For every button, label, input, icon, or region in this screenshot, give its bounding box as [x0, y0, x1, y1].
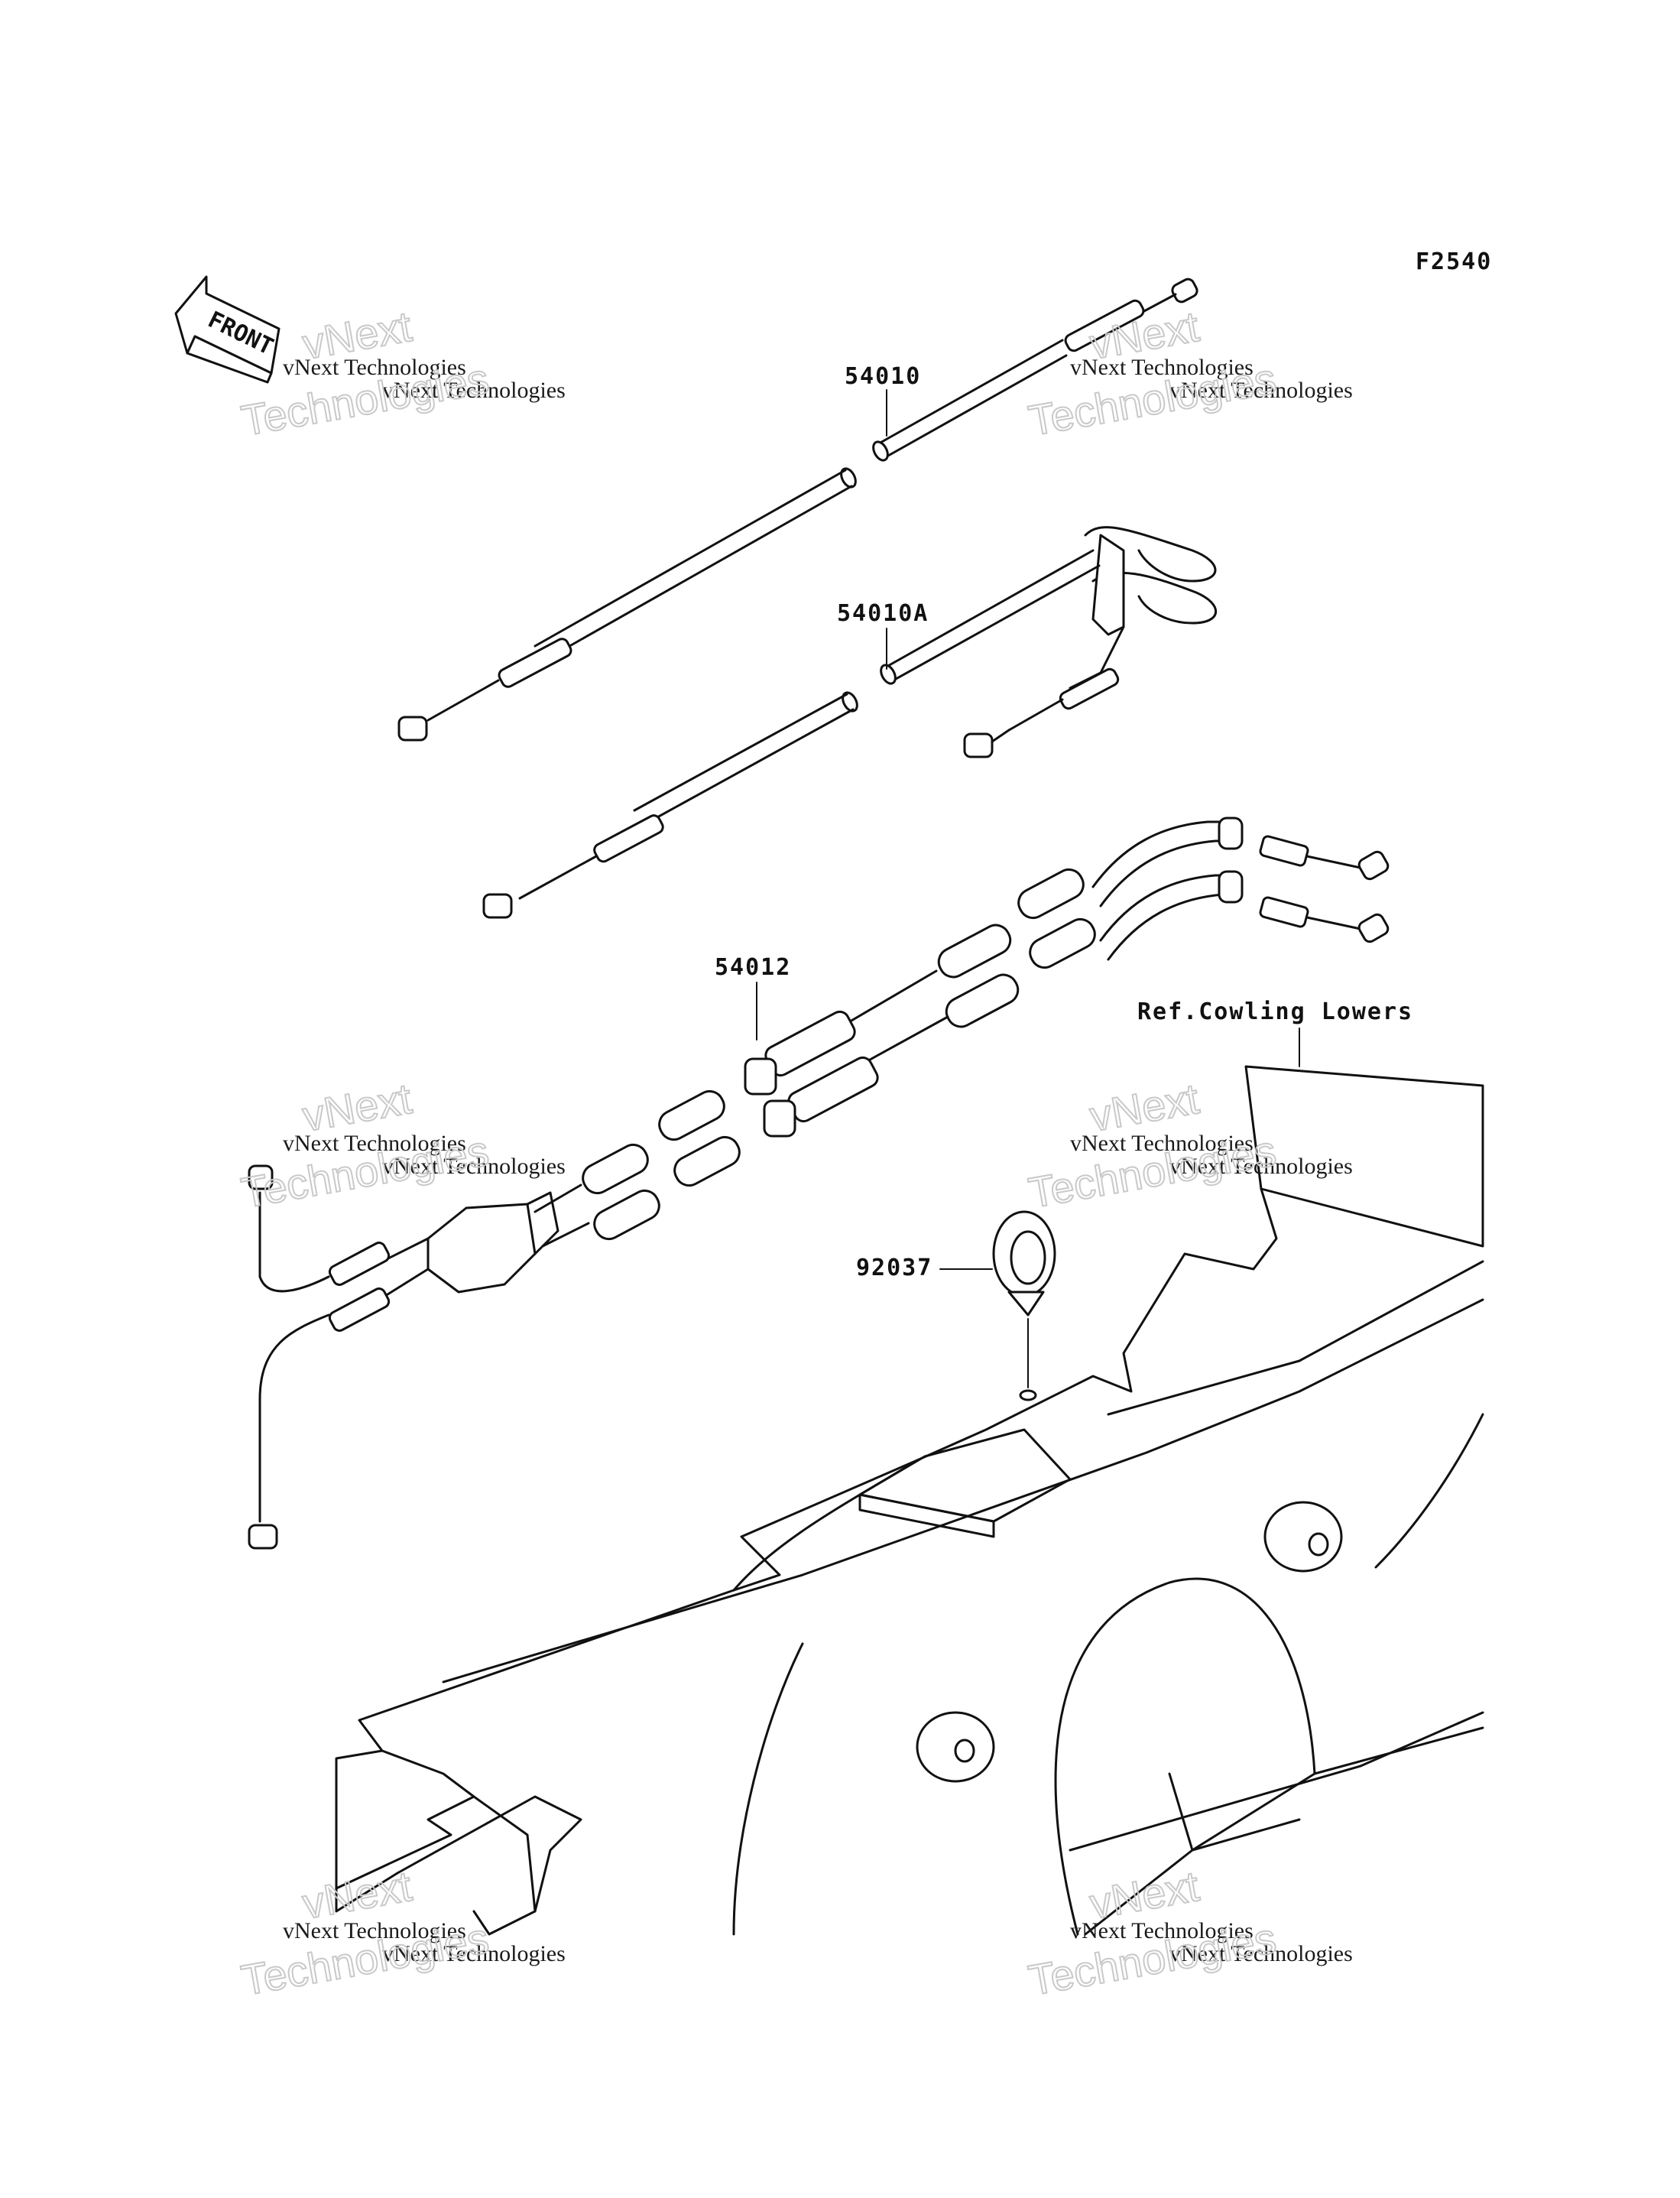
part-number-92037: 92037	[856, 1255, 932, 1281]
cowling-frame-outline	[335, 1065, 1484, 1936]
svg-text:vNext Technologies: vNext Technologies	[1070, 355, 1254, 380]
part-number-54010: 54010	[845, 363, 921, 390]
figure-code: F2540	[1416, 248, 1492, 275]
svg-text:vNext Technologies: vNext Technologies	[1070, 1918, 1254, 1943]
cable-54010A[interactable]	[482, 526, 1218, 919]
svg-text:vNext Technologies: vNext Technologies	[1169, 1941, 1353, 1966]
watermark-3: vNext Technologies vNext Technologies vN…	[237, 1073, 566, 1218]
cable-54010[interactable]	[397, 277, 1199, 742]
svg-text:vNext Technologies: vNext Technologies	[1169, 378, 1353, 403]
part-number-54012: 54012	[715, 954, 791, 981]
grommet-92037[interactable]	[992, 1210, 1056, 1401]
svg-text:vNext Technologies: vNext Technologies	[1169, 1154, 1353, 1179]
part-number-54010A: 54010A	[837, 600, 929, 627]
cable-54012[interactable]	[248, 817, 1390, 1550]
watermark-4: vNext Technologies vNext Technologies vN…	[1024, 1073, 1353, 1218]
reference-note: Ref.Cowling Lowers	[1137, 998, 1413, 1025]
svg-text:vNext Technologies: vNext Technologies	[283, 1918, 466, 1943]
watermark-2: vNext Technologies vNext Technologies vN…	[1024, 301, 1353, 446]
watermark-6: vNext Technologies vNext Technologies vN…	[1024, 1861, 1353, 2005]
svg-text:vNext Technologies: vNext Technologies	[283, 355, 466, 380]
watermark-1: vNext Technologies vNext Technologies vN…	[237, 301, 566, 446]
front-arrow-icon: FRONT	[174, 275, 281, 384]
svg-text:vNext Technologies: vNext Technologies	[382, 378, 566, 403]
svg-text:vNext Technologies: vNext Technologies	[382, 1154, 566, 1179]
svg-text:vNext Technologies: vNext Technologies	[1070, 1131, 1254, 1156]
watermark-5: vNext Technologies vNext Technologies vN…	[237, 1861, 566, 2005]
svg-text:vNext Technologies: vNext Technologies	[382, 1941, 566, 1966]
svg-text:vNext Technologies: vNext Technologies	[283, 1131, 466, 1156]
